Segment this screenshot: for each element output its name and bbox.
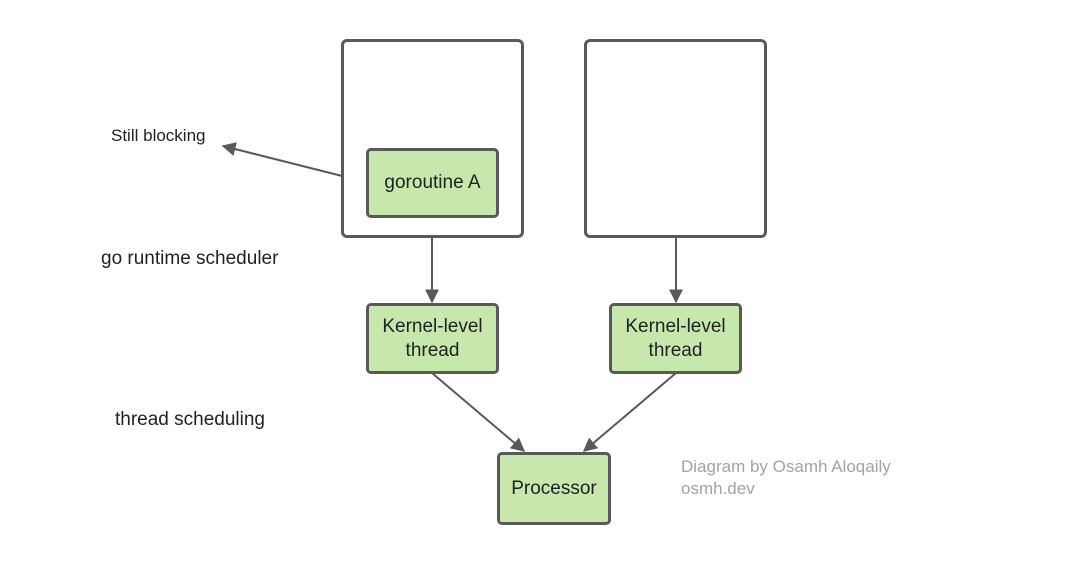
thread-scheduling-label: thread scheduling bbox=[115, 409, 265, 430]
go-runtime-scheduler-label: go runtime scheduler bbox=[101, 248, 279, 269]
edge-left-kernel-to-processor bbox=[431, 372, 526, 452]
kernel-thread-node-right: Kernel-level thread bbox=[609, 303, 742, 374]
scheduler-box-right bbox=[584, 39, 767, 238]
kernel-thread-node-left: Kernel-level thread bbox=[366, 303, 499, 374]
credit-site: osmh.dev bbox=[681, 479, 755, 498]
goroutine-node: goroutine A bbox=[366, 148, 499, 218]
diagram-credit: Diagram by Osamh Aloqaily osmh.dev bbox=[681, 456, 891, 500]
processor-node: Processor bbox=[497, 452, 611, 525]
credit-author: Diagram by Osamh Aloqaily bbox=[681, 457, 891, 476]
still-blocking-label: Still blocking bbox=[111, 126, 206, 145]
edge-right-kernel-to-processor bbox=[582, 372, 677, 452]
